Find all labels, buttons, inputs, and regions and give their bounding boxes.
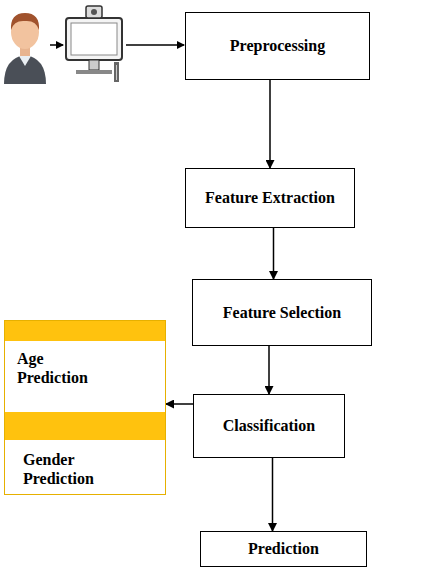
flow-arrow <box>272 458 274 531</box>
flow-arrow <box>269 80 271 168</box>
node-label: Feature Selection <box>223 304 341 322</box>
process-box: Feature Selection <box>192 279 372 346</box>
node-label: Prediction <box>248 540 319 558</box>
flow-arrow <box>166 403 193 405</box>
node-label: Classification <box>223 417 315 435</box>
node-label: Preprocessing <box>230 37 325 55</box>
flow-arrow <box>273 228 275 279</box>
node-label: Feature Extraction <box>205 189 335 207</box>
yellow-band <box>5 321 165 341</box>
node-label: Age Prediction <box>17 349 107 387</box>
process-box: Preprocessing <box>185 12 370 80</box>
output-panel: Gender Prediction <box>4 412 166 495</box>
yellow-band <box>5 412 165 440</box>
process-box: Feature Extraction <box>185 168 355 228</box>
process-box: Prediction <box>200 531 367 567</box>
flow-arrow <box>268 346 270 394</box>
flow-arrow <box>50 44 63 46</box>
flow-arrow <box>126 44 184 46</box>
process-box: Classification <box>193 394 345 458</box>
node-label: Gender Prediction <box>23 450 113 488</box>
output-panel: Age Prediction <box>4 320 166 412</box>
user-icon <box>4 13 46 84</box>
computer-icon <box>66 6 122 82</box>
